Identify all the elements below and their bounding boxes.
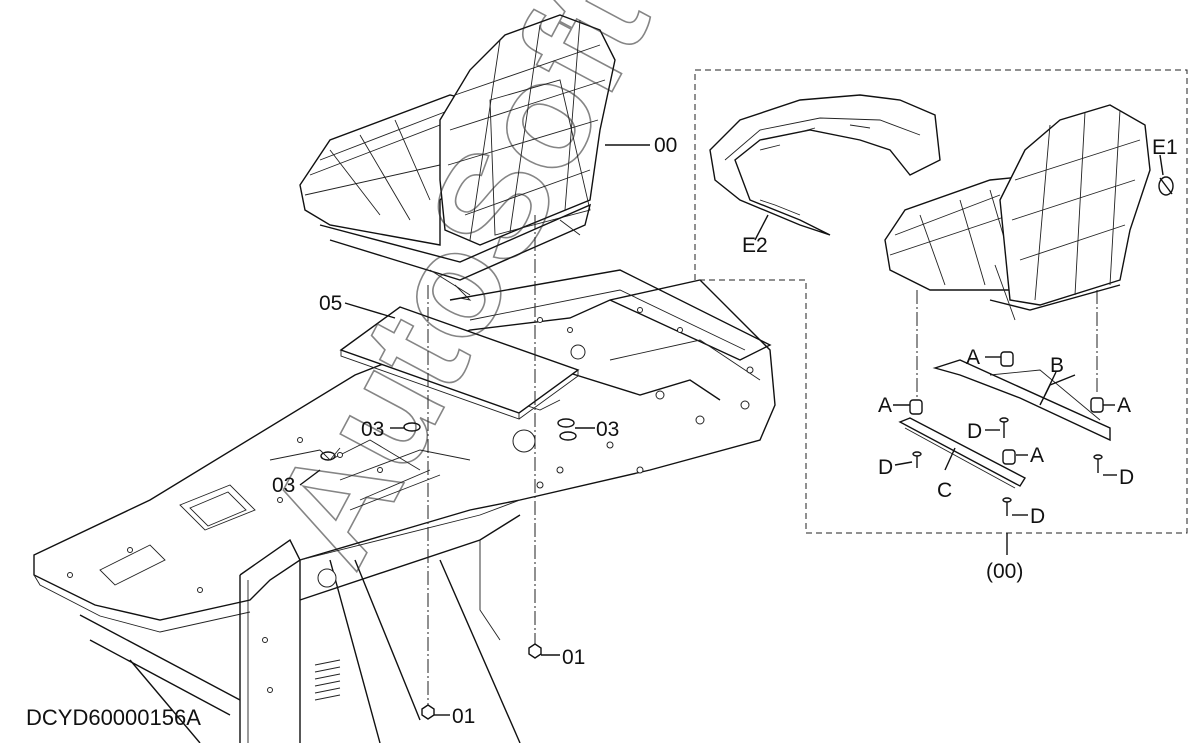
- detail-leaders: [893, 356, 1117, 516]
- callout-mat: 05: [319, 292, 342, 315]
- watermark: AutoSoft: [235, 0, 681, 590]
- callout-spacer-4: A: [1030, 444, 1044, 467]
- callout-bolt-2: D: [878, 456, 893, 479]
- callout-washer-b: 03: [596, 418, 619, 441]
- callout-nut-rear: 01: [452, 705, 475, 728]
- callout-spacer-2: A: [878, 394, 892, 417]
- seat-main: [299, 14, 616, 301]
- callout-nut-front: 01: [562, 646, 585, 669]
- callout-knob: E1: [1152, 136, 1178, 159]
- callout-bolt-4: D: [1030, 505, 1045, 528]
- seat-mat: [339, 306, 580, 420]
- callout-spacer-1: A: [966, 346, 980, 369]
- washer-group: [319, 418, 577, 461]
- callout-washer-a: 03: [361, 418, 384, 441]
- callout-bolt-3: D: [1119, 466, 1134, 489]
- rail-c: [898, 417, 1026, 489]
- callout-rail-c: C: [937, 479, 952, 502]
- callout-bolt-1: D: [967, 420, 982, 443]
- drawing-code: DCYD60000156A: [26, 705, 201, 730]
- seat-cover-e2: [709, 94, 941, 241]
- callout-rail-b: B: [1050, 354, 1064, 377]
- leader-lines: [299, 144, 650, 716]
- callout-seat-assembly: (00): [986, 560, 1023, 583]
- callout-washer-c: 03: [272, 474, 295, 497]
- callout-seat-main: 00: [654, 134, 677, 157]
- bolt-group: [912, 417, 1103, 516]
- callout-cover: E2: [742, 234, 768, 257]
- detail-box: [694, 69, 1188, 555]
- chassis-frame: [33, 269, 776, 743]
- callout-spacer-3: A: [1117, 394, 1131, 417]
- nut-group: [421, 643, 542, 720]
- vent-grille: [314, 659, 341, 701]
- rail-b: [932, 359, 1111, 442]
- seat-detail: [884, 104, 1174, 321]
